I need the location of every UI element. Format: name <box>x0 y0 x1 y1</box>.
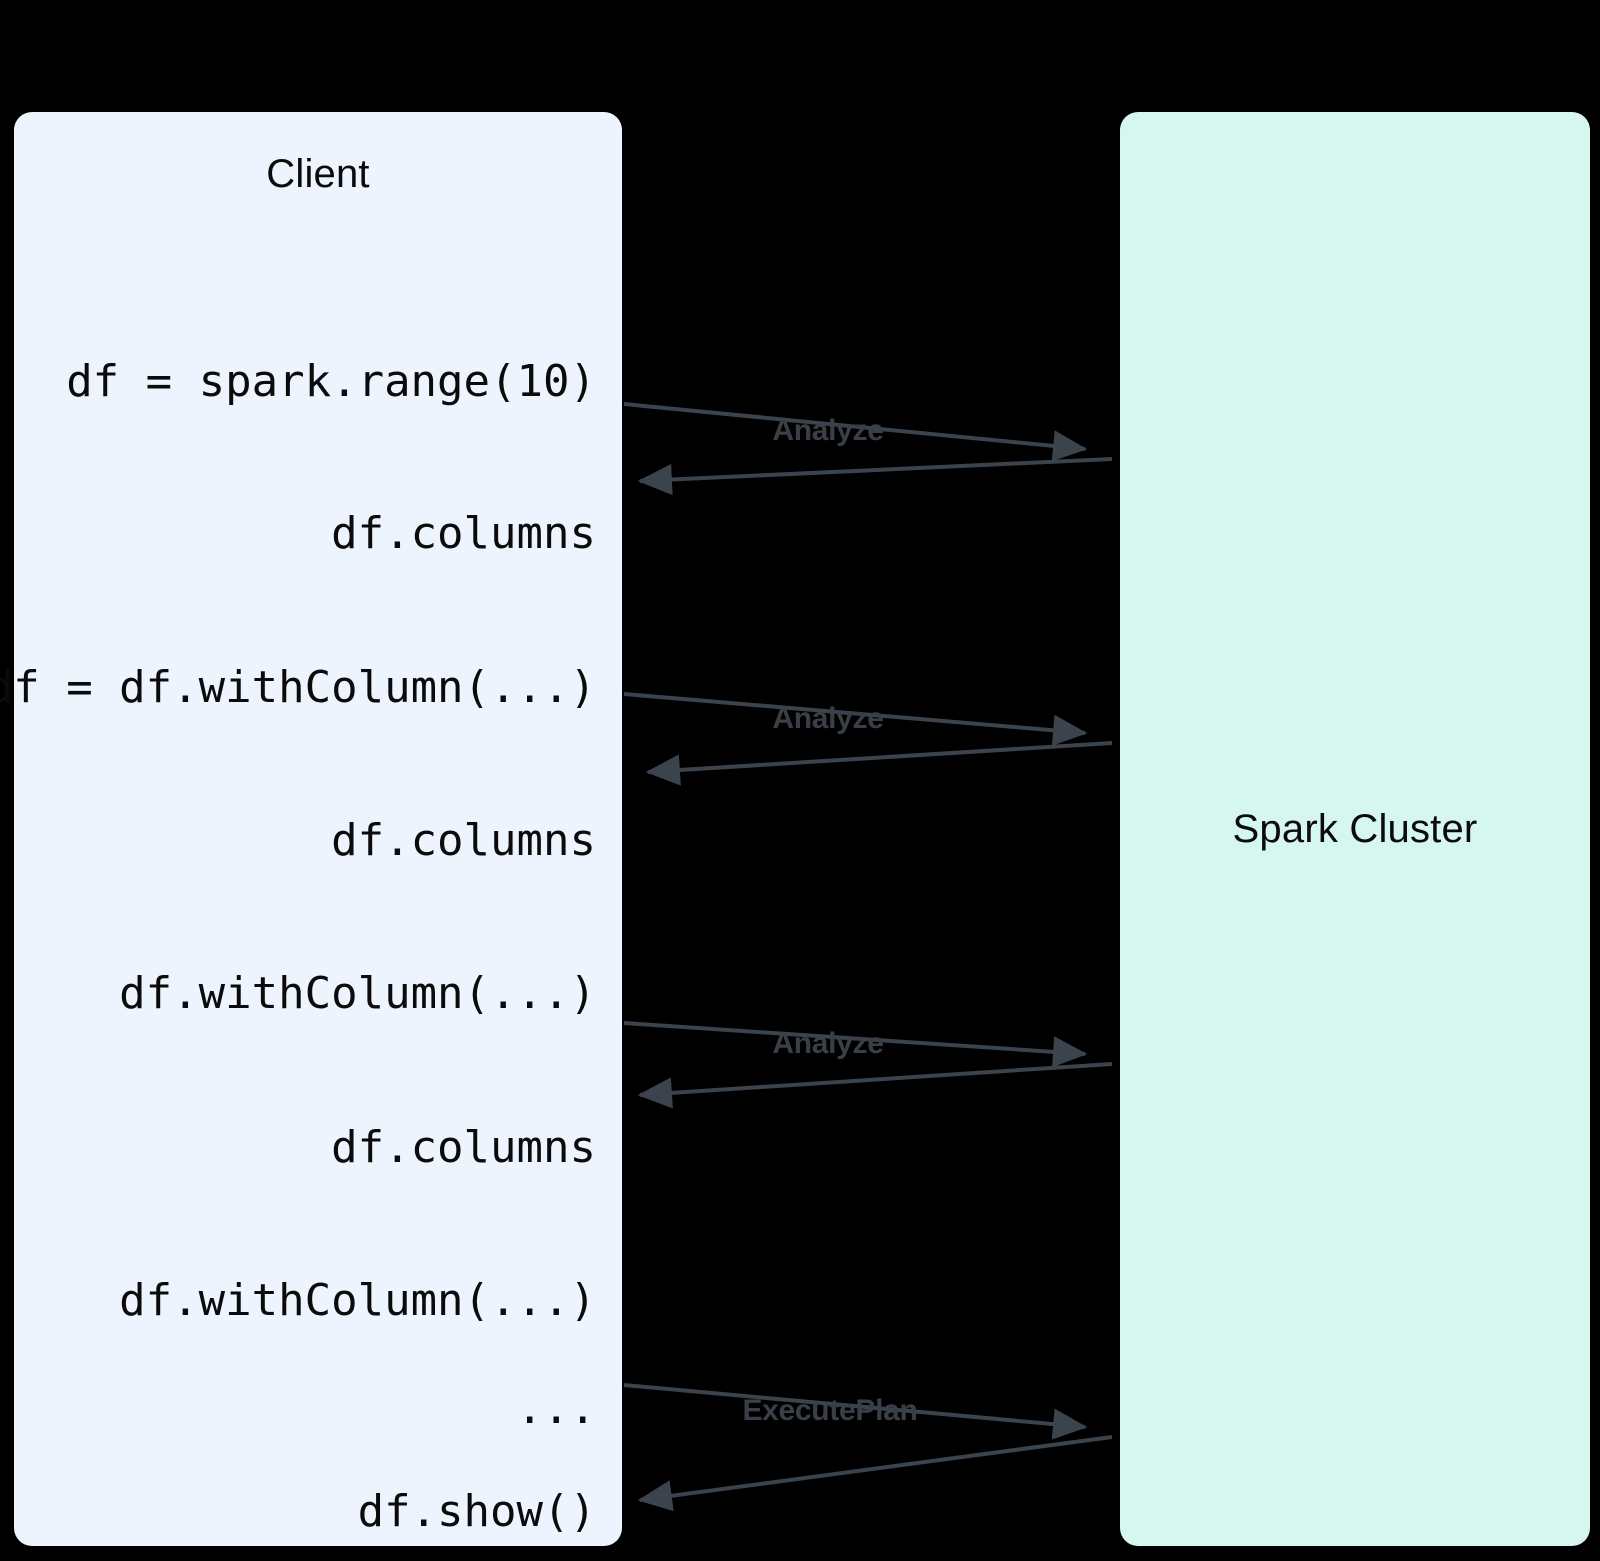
client-line-5: df.withColumn(...) <box>119 968 596 1019</box>
client-line-2: df.columns <box>331 508 596 559</box>
client-line-6: df.columns <box>331 1122 596 1173</box>
participant-box-client: Client df = spark.range(10) df.columns d… <box>0 112 622 1546</box>
client-line-7: df.withColumn(...) <box>119 1275 596 1326</box>
client-line-8: ... <box>516 1383 596 1434</box>
participant-title-client: Client <box>266 152 370 196</box>
participant-title-cluster: Spark Cluster <box>1232 807 1478 851</box>
message-label-1: Analyze <box>772 414 884 447</box>
participant-box-cluster: Spark Cluster <box>1120 112 1590 1546</box>
message-3-response-arrow <box>637 1062 1113 1109</box>
message-label-3: Analyze <box>772 1027 884 1060</box>
message-4-response-arrow <box>637 1435 1113 1512</box>
message-label-4: ExecutePlan <box>742 1394 918 1427</box>
client-line-4: df.columns <box>331 815 596 866</box>
message-2-response-arrow <box>645 741 1113 786</box>
client-line-1: df = spark.range(10) <box>66 356 596 407</box>
client-line-9: df.show() <box>357 1486 596 1537</box>
message-1-response-arrow <box>637 457 1113 496</box>
message-label-2: Analyze <box>772 702 884 735</box>
client-line-3: df = df.withColumn(...) <box>0 662 596 713</box>
